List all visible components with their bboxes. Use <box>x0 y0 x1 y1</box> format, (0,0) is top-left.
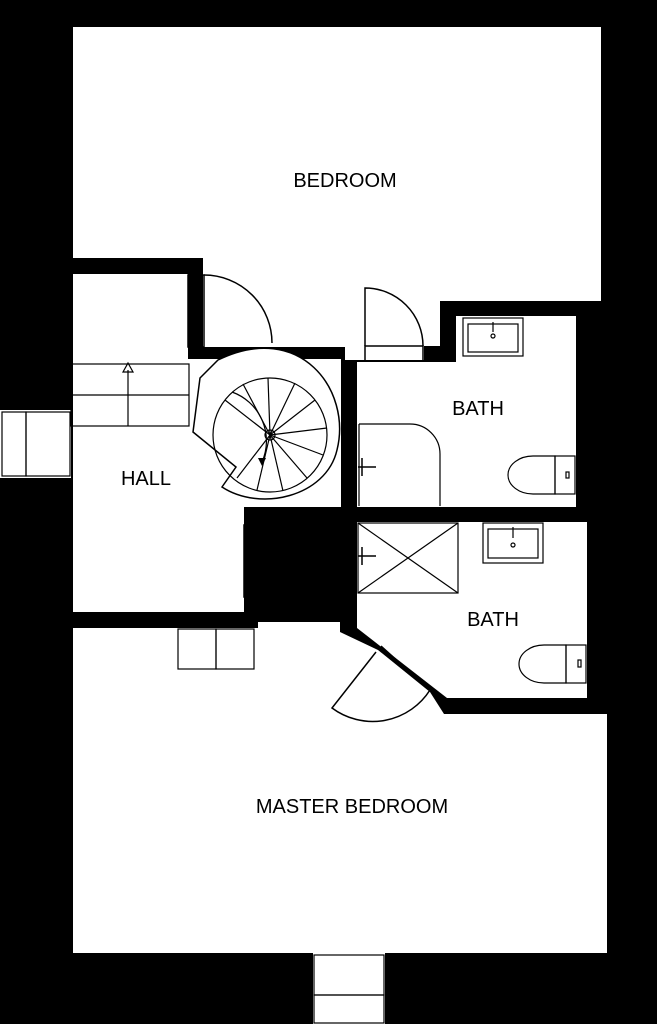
shower-upper-screen <box>359 423 441 506</box>
door-hall-bedroom-swing <box>203 274 273 344</box>
door-master-bath-swing <box>330 651 431 723</box>
hall-step-arrow <box>293 605 307 617</box>
spiral-tread <box>269 427 328 436</box>
bath-upper-niche <box>456 316 576 364</box>
room-label-bath-upper: BATH <box>452 398 504 420</box>
shower-tray-lower <box>357 522 459 594</box>
window-bottom <box>313 953 385 1024</box>
basin-lower-drain <box>510 542 516 548</box>
spiral-tread <box>269 434 324 456</box>
bath-upper-floor <box>357 362 576 507</box>
spiral-tread <box>269 399 316 436</box>
door-hall-bedroom-leaf <box>187 274 205 348</box>
spiral-direction-line <box>231 391 268 463</box>
spiral-tread <box>269 382 296 436</box>
room-floors <box>0 27 607 1024</box>
spiral-staircase <box>192 347 341 500</box>
spiral-tread <box>236 434 271 479</box>
room-label-bedroom: BEDROOM <box>293 170 396 192</box>
window-left <box>0 410 71 478</box>
toilet-lower-flush <box>577 659 582 668</box>
hall-step <box>259 596 341 620</box>
spiral-tread <box>269 434 308 479</box>
spiral-tread <box>267 377 271 436</box>
room-label-master-bedroom: MASTER BEDROOM <box>256 796 448 818</box>
wardrobe-right <box>215 628 255 670</box>
spiral-tread <box>224 399 271 436</box>
hall-step-tread <box>259 596 341 620</box>
room-label-bath-lower: BATH <box>467 609 519 631</box>
basin-upper <box>462 317 524 357</box>
shower-tray-diagonal <box>357 522 459 594</box>
door-hall-lower-swing <box>259 526 331 598</box>
door-hall-lower-leaf <box>243 524 261 598</box>
doors <box>187 274 431 723</box>
toilet-upper-cistern <box>554 455 576 495</box>
spiral-direction-arrow <box>258 458 266 466</box>
spiral-stair-outline <box>192 347 341 500</box>
stair-direction-arrow <box>121 361 135 373</box>
toilet-upper-flush <box>565 471 570 479</box>
toilet-lower <box>518 644 567 684</box>
spiral-stair-outer <box>212 377 328 493</box>
door-bath-upper-swing <box>364 287 424 347</box>
bath-upper-fixtures <box>358 317 576 506</box>
window-left-pane <box>25 411 71 477</box>
window-glazing <box>1 411 385 1024</box>
spiral-tread <box>269 434 284 492</box>
bath-lower-floor <box>357 522 587 698</box>
toilet-upper <box>507 455 556 495</box>
basin-lower <box>482 522 544 564</box>
bedroom-floor <box>73 27 601 360</box>
shower-valve-lower <box>358 547 376 565</box>
room-label-hall: HALL <box>121 468 171 490</box>
basin-upper-drain <box>490 333 496 339</box>
master-bedroom-floor <box>73 622 607 953</box>
wardrobe <box>177 628 255 670</box>
straight-stairs <box>70 361 190 427</box>
toilet-lower-cistern <box>565 644 587 684</box>
door-master-bath-leaf <box>380 645 431 691</box>
bath-lower-fixtures <box>357 522 587 684</box>
window-bottom-sill <box>313 994 385 1024</box>
shower-valve-upper <box>358 458 376 476</box>
door-bath-upper-leaf <box>364 345 424 362</box>
